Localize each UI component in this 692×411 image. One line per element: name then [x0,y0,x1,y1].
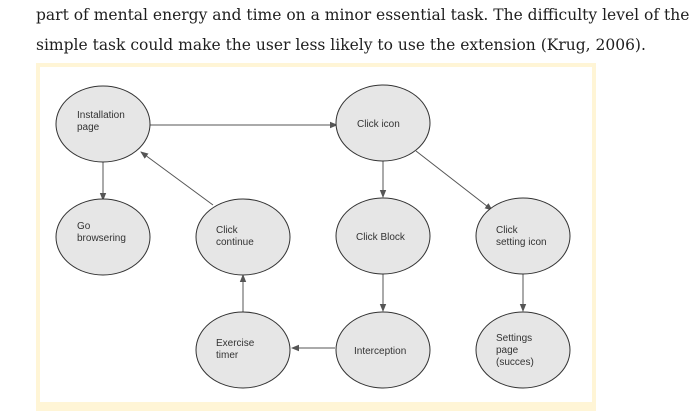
label-click-continue: Click continue [216,225,254,248]
label-go-browsering-line-2: browsering [77,233,126,244]
node-interception [335,311,431,389]
label-click-icon-line-1: Click icon [357,119,400,130]
label-click-setting-icon: Click setting icon [496,225,547,248]
label-installation-page: Installation page [77,110,128,133]
node-click-block [335,197,431,275]
label-click-continue-line-1: Click [216,225,239,236]
label-settings-page-line-2: page [496,345,519,356]
node-settings-page [475,311,571,389]
label-click-continue-line-2: continue [216,237,254,248]
node-click-setting-icon [475,197,571,275]
body-paragraph: part of mental energy and time on a mino… [36,0,690,60]
label-settings-page-line-1: Settings [496,333,532,344]
node-go-browsering [55,198,151,276]
label-click-icon: Click icon [357,119,400,130]
paragraph-line-2: simple task could make the user less lik… [36,36,646,54]
label-exercise-timer-line-2: timer [216,350,239,361]
label-interception: Interception [354,346,406,357]
paragraph-line-1: part of mental energy and time on a mino… [36,6,690,24]
label-installation-page-line-2: page [77,122,100,133]
label-installation-page-line-1: Installation [77,110,125,121]
flow-diagram-svg: Installation page Click icon Go browseri… [55,84,571,389]
node-click-icon [335,84,431,162]
label-interception-line-1: Interception [354,346,406,357]
label-settings-page: Settings page (succes) [496,333,535,368]
flow-diagram-figure: Installation page Click icon Go browseri… [36,63,596,411]
label-click-block: Click Block [356,232,406,243]
label-click-setting-icon-line-1: Click [496,225,519,236]
label-exercise-timer-line-1: Exercise [216,338,255,349]
flow-diagram-canvas: Installation page Click icon Go browseri… [40,67,592,402]
label-click-setting-icon-line-2: setting icon [496,237,547,248]
label-settings-page-line-3: (succes) [496,357,534,368]
edge-click-icon-to-click-setting [415,150,493,211]
label-click-block-line-1: Click Block [356,232,406,243]
label-go-browsering-line-1: Go [77,221,91,232]
node-installation-page [55,85,151,163]
edge-click-continue-to-installation [140,151,214,206]
node-exercise-timer [195,311,291,389]
flow-edges [99,121,527,352]
label-exercise-timer: Exercise timer [216,338,257,361]
node-click-continue [195,198,291,276]
label-go-browsering: Go browsering [77,221,126,244]
